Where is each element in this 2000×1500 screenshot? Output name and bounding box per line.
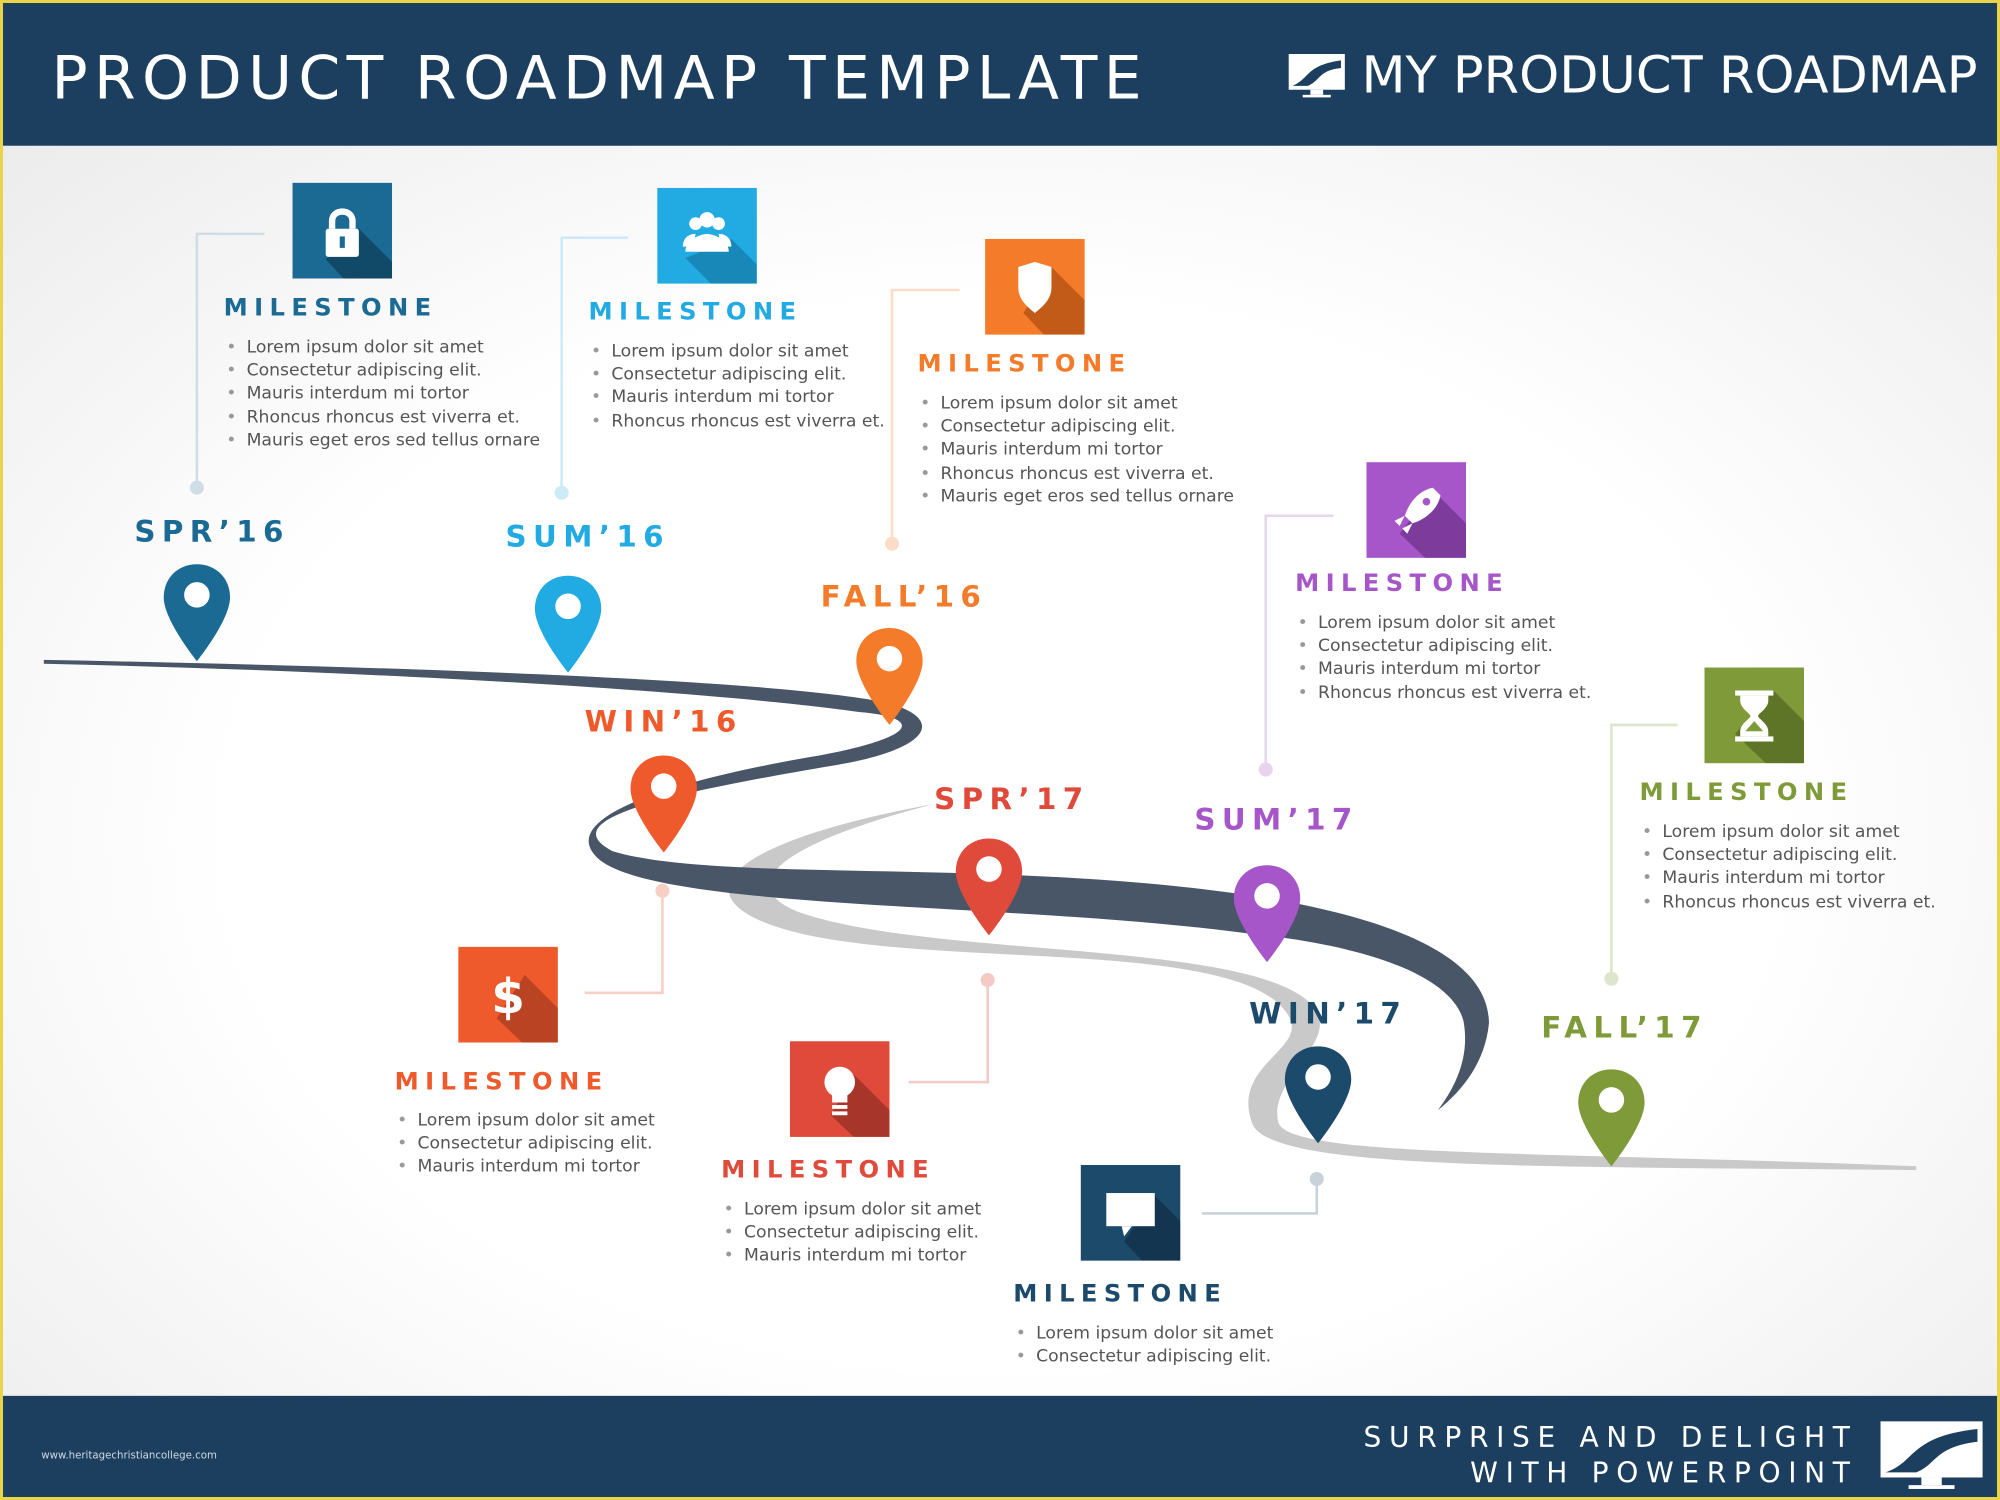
bullet-item: Rhoncus rhoncus est viverra et. (226, 406, 540, 429)
season-label: SPR’17 (934, 783, 1090, 817)
season-label: FALL’16 (820, 580, 988, 614)
location-pin-icon (856, 627, 923, 725)
milestone-title: MILESTONE (588, 297, 803, 326)
brand-name: MY PRODUCT ROADMAP (1361, 46, 1978, 106)
season-label: SUM’17 (1194, 804, 1359, 838)
milestone-icon-box (657, 187, 757, 284)
location-pin-icon (955, 838, 1023, 936)
milestone-connectors (189, 232, 1678, 1215)
bullet-item: Lorem ipsum dolor sit amet (920, 392, 1234, 415)
bullet-item: Lorem ipsum dolor sit amet (226, 336, 540, 359)
footer-bar: www.heritagechristiancollege.com SURPRIS… (3, 1395, 1997, 1497)
tagline-line-2: WITH POWERPOINT (1470, 1458, 1858, 1491)
milestone-title: MILESTONE (721, 1156, 936, 1185)
milestone-icon-box (1366, 462, 1466, 558)
milestone-icon-box (1080, 1164, 1181, 1261)
bullet-item: Mauris interdum mi tortor (1298, 658, 1592, 681)
milestone-title: MILESTONE (1295, 569, 1510, 598)
milestone-bullets: Lorem ipsum dolor sit amet Consectetur a… (724, 1198, 982, 1268)
bullet-item: Consectetur adipiscing elit. (1016, 1345, 1274, 1368)
bullet-item: Mauris interdum mi tortor (724, 1245, 982, 1268)
bullet-item: Lorem ipsum dolor sit amet (1016, 1322, 1273, 1345)
season-label: SUM’16 (505, 520, 670, 555)
hourglass-icon (1735, 690, 1805, 764)
bullet-item: Mauris interdum mi tortor (920, 438, 1234, 461)
location-pin-icon (534, 575, 602, 673)
users-icon (682, 212, 757, 284)
milestone-icon-box (1704, 667, 1805, 764)
milestone-title: MILESTONE (1013, 1279, 1228, 1308)
bullet-item: Consectetur adipiscing elit. (591, 363, 885, 386)
bullet-item: Consectetur adipiscing elit. (1298, 635, 1592, 658)
bullet-item: Consectetur adipiscing elit. (1642, 844, 1936, 867)
location-pin-icon (630, 755, 697, 853)
milestone-bullets: Lorem ipsum dolor sit amet Consectetur a… (920, 392, 1234, 508)
bullet-item: Mauris interdum mi tortor (226, 382, 540, 405)
bullet-item: Mauris eget eros sed tellus ornare (226, 429, 541, 452)
milestone-bullets: Lorem ipsum dolor sit amet Consectetur a… (591, 340, 885, 433)
bullet-item: Mauris interdum mi tortor (1642, 867, 1936, 890)
season-label: WIN’16 (584, 705, 743, 739)
road-logo-icon (1288, 54, 1345, 98)
rocket-icon (1394, 487, 1466, 558)
bullet-item: Lorem ipsum dolor sit amet (591, 340, 885, 363)
shield-icon (1018, 261, 1085, 335)
road-logo-icon (1880, 1421, 1983, 1489)
bullet-item: Mauris interdum mi tortor (591, 386, 885, 409)
bullet-item: Rhoncus rhoncus est viverra et. (1298, 681, 1591, 704)
lock-icon (325, 208, 393, 279)
page-title: PRODUCT ROADMAP TEMPLATE (51, 43, 1149, 114)
location-pin-icon (1578, 1069, 1645, 1167)
bullet-item: Consectetur adipiscing elit. (920, 415, 1234, 438)
lightbulb-icon (824, 1066, 890, 1137)
brand: MY PRODUCT ROADMAP (1287, 46, 1977, 105)
milestone-icon-box (292, 182, 393, 279)
bullet-item: Mauris eget eros sed tellus ornare (920, 485, 1234, 508)
bullet-item: Rhoncus rhoncus est viverra et. (1642, 890, 1935, 913)
roadmap-road (43, 659, 1917, 1171)
milestone-bullets: Lorem ipsum dolor sit amet Consectetur a… (1642, 821, 1936, 914)
milestone-title: MILESTONE (1639, 778, 1854, 807)
bullet-item: Mauris interdum mi tortor (397, 1155, 655, 1178)
chat-bubble-icon (1106, 1193, 1181, 1261)
svg-text:$: $ (491, 969, 525, 1025)
milestone-bullets: Lorem ipsum dolor sit amet Consectetur a… (226, 336, 541, 452)
location-pin-icon (163, 564, 231, 662)
milestone-bullets: Lorem ipsum dolor sit amet Consectetur a… (1298, 611, 1592, 704)
season-label: SPR’16 (134, 515, 290, 549)
bullet-item: Rhoncus rhoncus est viverra et. (920, 462, 1234, 485)
bullet-item: Lorem ipsum dolor sit amet (724, 1198, 981, 1221)
bullet-item: Lorem ipsum dolor sit amet (1642, 821, 1936, 844)
header-bar: PRODUCT ROADMAP TEMPLATE MY PRODUCT ROAD… (3, 3, 1997, 146)
milestone-icon-box (985, 238, 1085, 335)
tagline: SURPRISE AND DELIGHT WITH POWERPOINT (1364, 1421, 1858, 1492)
tagline-line-1: SURPRISE AND DELIGHT (1363, 1422, 1858, 1455)
credit-text: www.heritagechristiancollege.com (41, 1449, 217, 1461)
bullet-item: Consectetur adipiscing elit. (724, 1221, 982, 1244)
bullet-item: Consectetur adipiscing elit. (397, 1132, 655, 1155)
stage: PRODUCT ROADMAP TEMPLATE MY PRODUCT ROAD… (3, 3, 1997, 1497)
milestone-title: MILESTONE (917, 349, 1132, 378)
milestone-title: MILESTONE (394, 1068, 609, 1097)
milestone-title: MILESTONE (223, 293, 438, 322)
location-pin-icon (1233, 865, 1301, 963)
dollar-icon: $ (491, 969, 558, 1043)
milestone-icon-box (789, 1041, 890, 1137)
road-front-segment (43, 659, 1489, 1111)
bullet-item: Consectetur adipiscing elit. (226, 359, 540, 382)
milestone-bullets: Lorem ipsum dolor sit amet Consectetur a… (397, 1109, 655, 1179)
bullet-item: Rhoncus rhoncus est viverra et. (591, 409, 884, 432)
bullet-item: Lorem ipsum dolor sit amet (1298, 611, 1592, 634)
season-label: WIN’17 (1249, 997, 1408, 1032)
milestone-bullets: Lorem ipsum dolor sit amet Consectetur a… (1016, 1322, 1274, 1368)
season-label: FALL’17 (1541, 1011, 1708, 1046)
location-pin-icon (1284, 1046, 1352, 1144)
bullet-item: Lorem ipsum dolor sit amet (397, 1109, 654, 1132)
milestone-icon-box: $ (458, 946, 558, 1043)
